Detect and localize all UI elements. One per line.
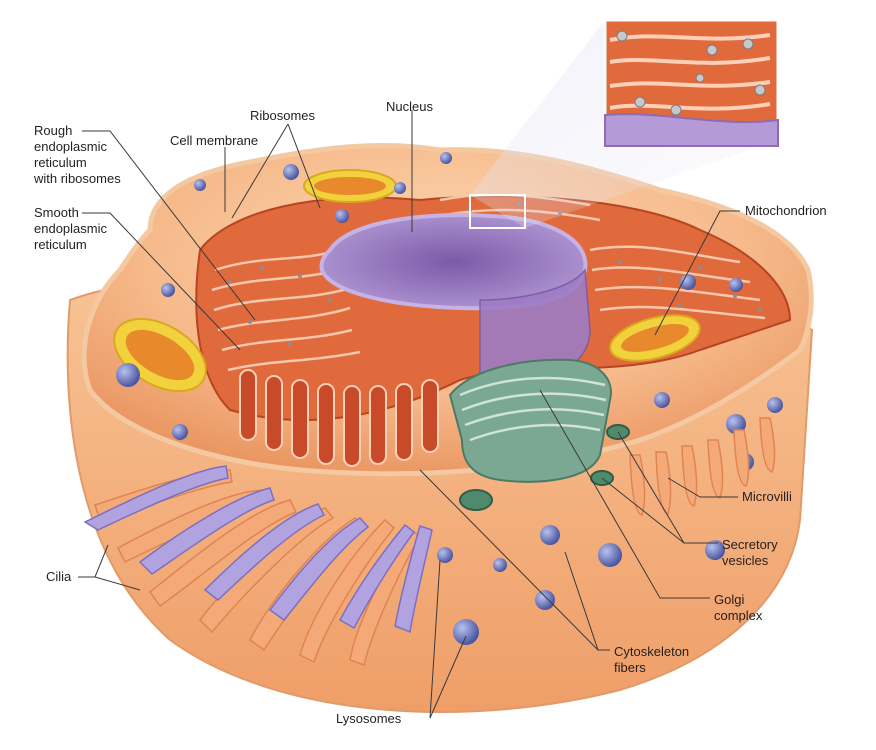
label-ribosomes: Ribosomes <box>250 108 315 124</box>
label-rough-er-line2: endoplasmic <box>34 139 107 154</box>
nucleus <box>319 213 591 386</box>
label-mitochondrion-text: Mitochondrion <box>745 203 827 218</box>
label-smooth-er: Smooth endoplasmic reticulum <box>34 205 107 253</box>
label-cytoskeleton-line2: fibers <box>614 660 646 675</box>
label-smooth-er-line3: reticulum <box>34 237 87 252</box>
label-golgi-line2: complex <box>714 608 763 623</box>
label-ribosomes-text: Ribosomes <box>250 108 316 123</box>
label-cell-membrane-text: Cell membrane <box>170 133 259 148</box>
label-rough-er-line1: Rough <box>34 123 73 138</box>
mitochondrion-right <box>609 314 701 362</box>
leader-lines <box>78 110 740 719</box>
label-cell-membrane: Cell membrane <box>170 133 258 149</box>
label-mitochondrion: Mitochondrion <box>745 203 827 219</box>
label-rough-er-line3: reticulum <box>34 155 87 170</box>
label-nucleus: Nucleus <box>386 99 433 115</box>
cilia <box>83 465 433 666</box>
label-nucleus-text: Nucleus <box>386 99 433 114</box>
mitochondrion-top <box>303 169 397 203</box>
label-cilia: Cilia <box>46 569 71 585</box>
microvilli <box>629 417 776 516</box>
label-cilia-text: Cilia <box>46 569 72 584</box>
label-secretory-vesicles: Secretory vesicles <box>722 537 778 569</box>
label-rough-er: Rough endoplasmic reticulum with ribosom… <box>34 123 121 187</box>
label-smooth-er-line1: Smooth <box>34 205 79 220</box>
label-golgi-complex: Golgi complex <box>714 592 762 624</box>
golgi-complex <box>448 358 630 511</box>
label-secretory-line1: Secretory <box>722 537 778 552</box>
label-golgi-line1: Golgi <box>714 592 745 607</box>
label-lysosomes-text: Lysosomes <box>336 711 402 726</box>
label-cytoskeleton-fibers: Cytoskeleton fibers <box>614 644 689 676</box>
label-microvilli: Microvilli <box>742 489 792 505</box>
label-secretory-line2: vesicles <box>722 553 769 568</box>
vesicles <box>116 152 783 645</box>
label-microvilli-text: Microvilli <box>742 489 792 504</box>
zoom-callout <box>469 18 780 229</box>
label-lysosomes: Lysosomes <box>336 711 401 727</box>
label-rough-er-line4: with ribosomes <box>34 171 121 186</box>
label-smooth-er-line2: endoplasmic <box>34 221 107 236</box>
label-cytoskeleton-line1: Cytoskeleton <box>614 644 690 659</box>
